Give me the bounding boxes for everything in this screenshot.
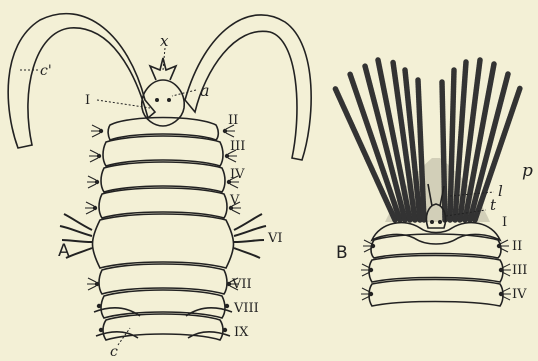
segment-label-a-III: III bbox=[230, 139, 245, 154]
panel-label-b: B bbox=[336, 243, 348, 263]
segment-label-b-I: I bbox=[502, 215, 507, 230]
label-c-prime: c' bbox=[40, 63, 52, 79]
segment-label-b-III: III bbox=[512, 263, 527, 278]
eye-left bbox=[155, 98, 159, 102]
segment-label-a-IV: IV bbox=[230, 167, 245, 182]
segment-label-a-VIII: VIII bbox=[233, 301, 259, 316]
label-l: l bbox=[498, 182, 503, 200]
label-x: x bbox=[160, 32, 169, 50]
segment-label-b-II: II bbox=[512, 239, 522, 254]
label-a: a bbox=[200, 81, 210, 100]
segment-label-a-II: II bbox=[228, 113, 238, 128]
eye-b-right bbox=[438, 220, 442, 224]
segment-label-a-V: V bbox=[229, 193, 240, 208]
segment-label-b-IV: IV bbox=[512, 287, 527, 302]
segment-label-a-VI: VI bbox=[267, 231, 283, 246]
label-p: p bbox=[522, 161, 533, 181]
label-c: c bbox=[110, 344, 118, 360]
panel-label-a: A bbox=[58, 241, 70, 261]
segment-label-a-IX: IX bbox=[234, 325, 249, 340]
segment-label-a-VII: VII bbox=[231, 277, 252, 292]
eye-b-left bbox=[430, 220, 434, 224]
eye-right bbox=[167, 98, 171, 102]
label-t: t bbox=[490, 196, 497, 214]
segment-label-a-I: I bbox=[85, 93, 90, 108]
